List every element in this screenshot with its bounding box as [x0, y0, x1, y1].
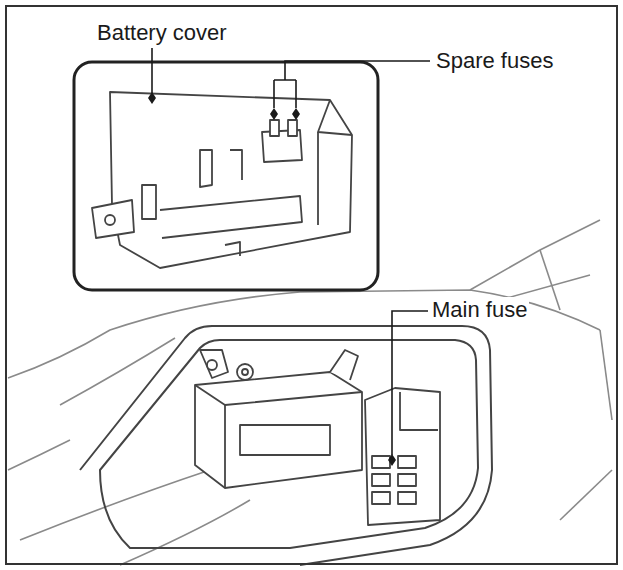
- battery-cover-drawing-part: [142, 185, 156, 219]
- battery-cover-drawing-part: [160, 196, 302, 238]
- fuse-box-part: [398, 474, 416, 486]
- leader-lines-part: [151, 48, 153, 95]
- fuse-box-part: [400, 392, 438, 430]
- battery-part: [237, 364, 253, 380]
- battery-part: [207, 360, 217, 370]
- fuse-box-part: [398, 456, 416, 468]
- battery-cover-drawing-part: [92, 200, 134, 238]
- fuse-box-part: [365, 388, 440, 525]
- leader-diamonds-part: [292, 108, 300, 120]
- leader-diamonds-part: [270, 108, 278, 120]
- fuse-box-part: [398, 492, 416, 504]
- fuse-box-part: [372, 492, 390, 504]
- scooter-body-part: [540, 250, 560, 310]
- inset-panel-part: [74, 62, 378, 290]
- leader-diamonds-part: [148, 92, 156, 104]
- part-label: Main fuse: [430, 297, 529, 322]
- battery-part: [224, 405, 226, 488]
- inset-panel: [74, 62, 378, 290]
- battery-part: [242, 369, 248, 375]
- battery-cover-drawing: [92, 92, 352, 268]
- battery-cover-drawing-part: [200, 150, 212, 187]
- leader-diamonds: [148, 92, 396, 466]
- outer-frame: [6, 6, 617, 564]
- fuse-box: [365, 388, 440, 525]
- battery-cover-drawing-part: [105, 215, 115, 225]
- part-label: Spare fuses: [434, 48, 555, 73]
- battery-cover-drawing-part: [317, 132, 319, 225]
- battery-cover-drawing-part: [225, 242, 240, 256]
- fuse-box-part: [372, 456, 390, 468]
- battery-cover-drawing-part: [270, 120, 279, 136]
- scooter-body-part: [560, 470, 612, 520]
- leader-lines-part: [274, 80, 296, 108]
- leader-diamonds-part: [388, 454, 396, 466]
- scooter-body-part: [600, 330, 612, 420]
- leader-lines-part: [392, 311, 428, 455]
- battery: [195, 350, 362, 488]
- fuse-box-part: [372, 474, 390, 486]
- compartment-part: [100, 340, 478, 548]
- battery-cover-drawing-part: [318, 100, 352, 135]
- part-label: Battery cover: [95, 20, 229, 45]
- scooter-body-part: [8, 440, 70, 470]
- scooter-body-part: [8, 292, 300, 378]
- battery-part: [330, 350, 358, 380]
- battery-part: [195, 385, 362, 405]
- leader-lines: [152, 48, 430, 455]
- leader-lines-part: [285, 61, 430, 80]
- compartment: [80, 326, 492, 565]
- battery-part: [195, 372, 362, 488]
- scooter-body-part: [120, 500, 250, 565]
- battery-part: [240, 425, 330, 455]
- battery-cover-drawing-part: [288, 120, 297, 136]
- compartment-part: [80, 326, 492, 565]
- battery-part: [200, 350, 228, 378]
- battery-cover-drawing-part: [230, 150, 242, 180]
- scooter-body-part: [470, 220, 600, 290]
- battery-cover-drawing-part: [110, 92, 352, 268]
